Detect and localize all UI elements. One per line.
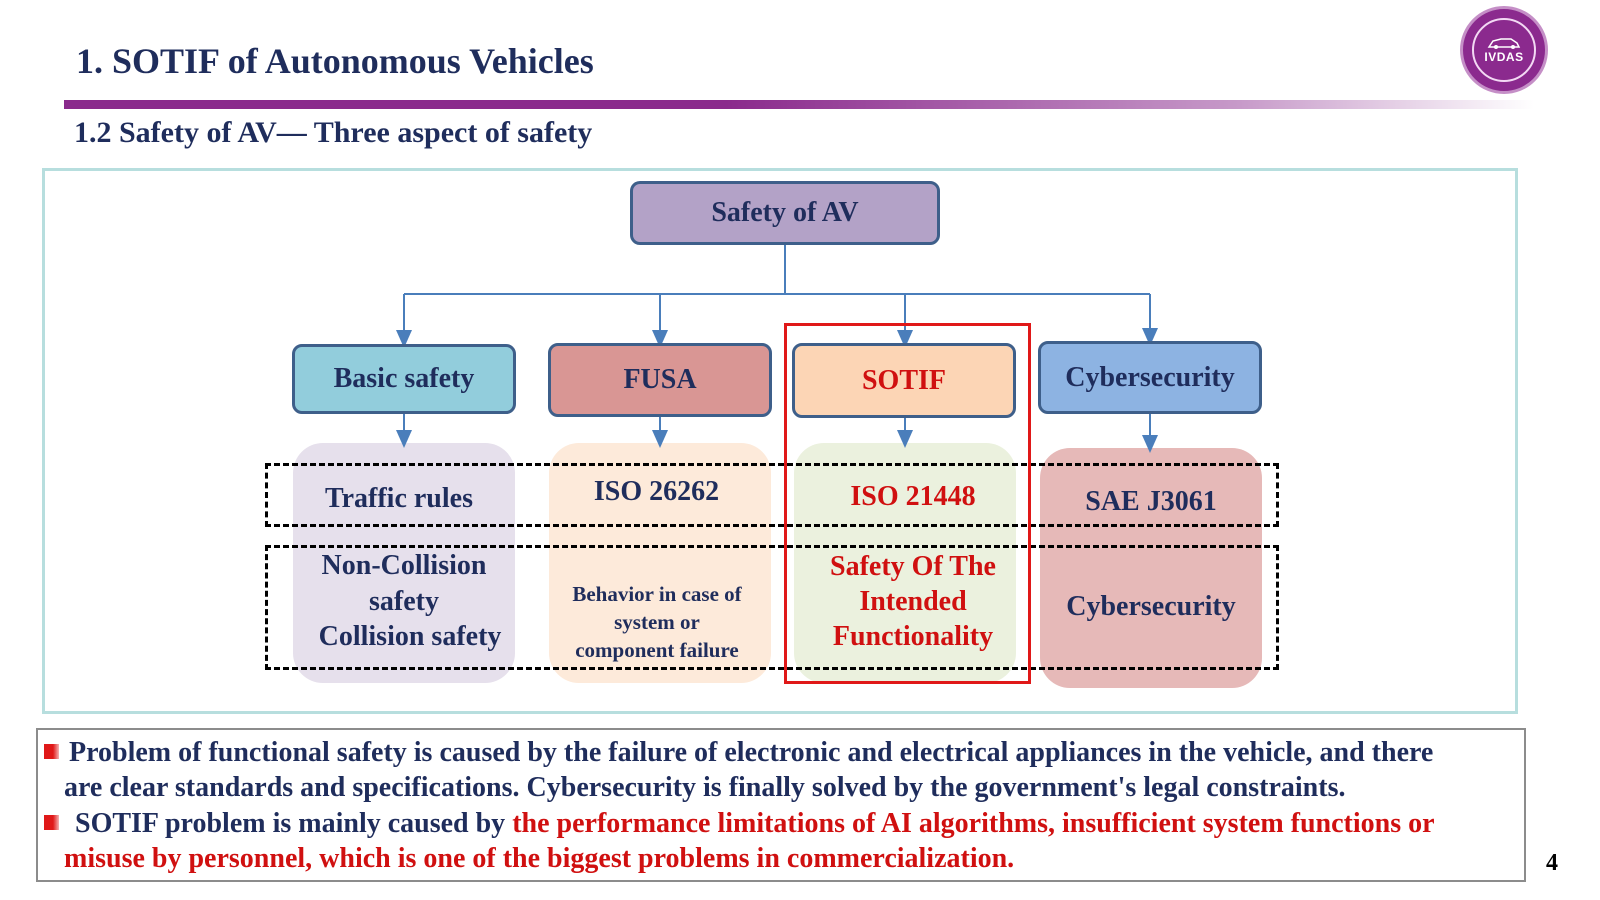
- title-divider: [64, 100, 1534, 109]
- note-1-text: Problem of functional safety is caused b…: [69, 737, 1434, 768]
- description-line: Functionality: [832, 621, 994, 652]
- node-fusa: FUSA: [548, 343, 772, 417]
- descriptions-row-outline: [265, 545, 1279, 670]
- basic-safety-column: [293, 443, 515, 683]
- cybersecurity-column: [1040, 448, 1262, 688]
- standard-iso-21448: ISO 21448: [850, 481, 976, 512]
- description-line: Behavior in case of: [572, 582, 742, 606]
- description-line: Non-Collision: [321, 550, 487, 581]
- sotif-highlight-frame: [784, 323, 1031, 684]
- node-sotif: SOTIF: [792, 343, 1016, 418]
- bullet-icon: [44, 744, 59, 759]
- standard-iso-26262: ISO 26262: [593, 476, 720, 507]
- standard-sae-j3061: SAE J3061: [1085, 486, 1217, 517]
- note-2-highlight: the performance limitations of AI algori…: [512, 808, 1435, 839]
- page-number: 4: [1546, 850, 1558, 876]
- note-1-line-2: are clear standards and specifications. …: [64, 772, 1346, 803]
- description-line: Intended: [859, 586, 967, 617]
- sotif-column: [794, 443, 1016, 683]
- fusa-column: [549, 443, 771, 683]
- root-node-safety-of-av: Safety of AV: [630, 181, 940, 245]
- bullet-icon: [44, 815, 59, 830]
- description-fusa: Behavior in case of system or component …: [549, 580, 765, 664]
- description-line: component failure: [575, 638, 739, 662]
- notes-box: [36, 728, 1526, 882]
- node-basic-safety: Basic safety: [292, 344, 516, 414]
- description-line: Collision safety: [318, 621, 502, 652]
- note-2-prefix: SOTIF problem is mainly caused by: [75, 808, 513, 839]
- standard-traffic-rules: Traffic rules: [325, 483, 473, 514]
- description-basic-safety: Non-Collision safety Collision safety: [293, 548, 515, 654]
- description-sotif: Safety Of The Intended Functionality: [794, 549, 1032, 654]
- diagram-frame: [42, 168, 1518, 714]
- logo-text: IVDAS: [1484, 50, 1524, 64]
- note-2-line-1: SOTIF problem is mainly caused by the pe…: [44, 806, 1435, 842]
- description-line: Safety Of The: [830, 551, 996, 582]
- description-line: system or: [614, 610, 700, 634]
- note-2-line-2: misuse by personnel, which is one of the…: [64, 843, 1015, 874]
- slide-title: 1. SOTIF of Autonomous Vehicles: [76, 41, 594, 81]
- description-line: safety: [369, 586, 439, 617]
- standards-row-outline: [265, 463, 1279, 527]
- section-subtitle: 1.2 Safety of AV— Three aspect of safety: [74, 116, 593, 149]
- logo-emblem: IVDAS: [1472, 18, 1536, 82]
- university-logo: IVDAS: [1460, 6, 1548, 94]
- note-1-line-1: Problem of functional safety is caused b…: [44, 735, 1433, 771]
- description-cybersecurity: Cybersecurity: [1040, 589, 1262, 624]
- car-icon: [1487, 38, 1521, 49]
- description-line: Cybersecurity: [1066, 591, 1236, 622]
- node-cybersecurity: Cybersecurity: [1038, 341, 1262, 414]
